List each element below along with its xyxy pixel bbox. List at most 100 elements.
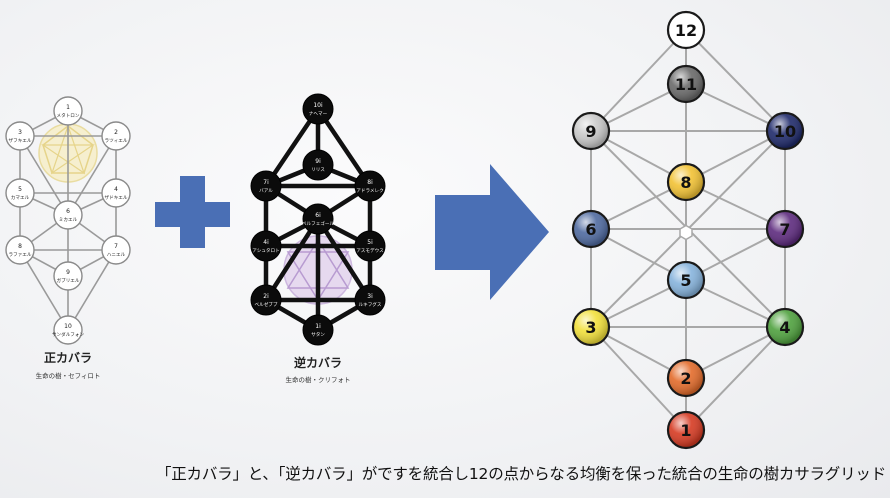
grid-node-1: 1 <box>666 410 706 450</box>
grid-node-number: 2 <box>680 369 691 388</box>
qlipha-name: リリス <box>311 167 325 173</box>
qlipha-number: 10i <box>313 102 323 109</box>
sephirah-number: 10 <box>64 323 72 330</box>
sephirah-name: ハニエル <box>107 252 126 258</box>
grid-node-number: 1 <box>680 421 691 440</box>
sephirah-node: 4 ザドキエル <box>101 178 131 208</box>
grid-node-number: 4 <box>779 318 790 337</box>
path-line <box>19 249 69 331</box>
path-line <box>264 217 320 302</box>
qlipha-node: 8i アドラメレク <box>354 170 386 202</box>
sephirah-number: 9 <box>66 269 70 276</box>
grid-node-7: 7 <box>765 209 805 249</box>
qlipha-node: 7i バアル <box>250 170 282 202</box>
qlipha-name: アスモデウス <box>356 247 384 254</box>
path-line <box>590 29 687 132</box>
qlipha-name: サタン <box>311 331 325 338</box>
grid-node-number: 10 <box>774 122 796 141</box>
grid-nodes: 12 11 9 10 8 6 7 5 3 4 2 1 <box>571 10 805 450</box>
qlipha-node: 10i ナヘマー <box>302 93 334 125</box>
path-line <box>590 326 687 431</box>
caption-text: 「正カバラ」と、「逆カバラ」がですを統合し12の点からなる均衡を保った統合の生命… <box>155 465 886 483</box>
qlipha-number: 3i <box>367 293 373 300</box>
grid-node-number: 6 <box>585 220 596 239</box>
grid-node-number: 11 <box>675 75 697 94</box>
sephirah-name: ラツィエル <box>105 138 128 144</box>
qlipha-name: アドラメレク <box>356 188 383 194</box>
sephirot-title: 正カバラ <box>44 351 92 365</box>
grid-node-number: 3 <box>585 318 596 337</box>
sephirot-subtitle: 生命の樹・セフィロト <box>36 371 101 380</box>
qliphoth-subtitle: 生命の樹・クリフォト <box>286 375 351 384</box>
qlipha-name: ベルゼブブ <box>255 301 278 308</box>
grid-node-2: 2 <box>666 358 706 398</box>
unified-grid: 12 11 9 10 8 6 7 5 3 4 2 1 <box>571 10 805 450</box>
qlipha-name: アシュタロト <box>252 247 279 254</box>
center-hexagon <box>679 224 693 241</box>
plus-icon <box>155 176 230 248</box>
sephirah-name: メタトロン <box>57 112 80 119</box>
qliphoth-title: 逆カバラ <box>294 355 342 370</box>
grid-node-8: 8 <box>666 162 706 202</box>
sephirah-node: 2 ラツィエル <box>101 121 131 151</box>
sephirah-number: 3 <box>18 129 22 136</box>
qlipha-number: 5i <box>367 239 373 246</box>
grid-node-number: 12 <box>675 21 697 40</box>
sephirah-name: サンダルフォン <box>52 331 85 338</box>
sephirah-number: 4 <box>114 186 118 193</box>
grid-node-11: 11 <box>666 64 706 104</box>
sephirah-node: 7 ハニエル <box>101 235 131 265</box>
grid-node-5: 5 <box>666 260 706 300</box>
sephirah-number: 1 <box>66 104 70 111</box>
sephirah-number: 2 <box>114 129 118 136</box>
qlipha-name: ナヘマー <box>309 111 328 117</box>
grid-node-number: 9 <box>585 122 596 141</box>
grid-node-number: 8 <box>680 173 691 192</box>
qlipha-number: 7i <box>263 179 269 186</box>
right-arrow-icon <box>435 164 549 300</box>
qlipha-name: ルキフグス <box>359 301 382 308</box>
qlipha-number: 8i <box>367 179 373 186</box>
qlipha-number: 1i <box>315 323 321 330</box>
sephirah-name: カマエル <box>11 195 30 201</box>
sephirah-number: 7 <box>114 243 118 250</box>
grid-node-number: 5 <box>680 271 691 290</box>
grid-node-9: 9 <box>571 111 611 151</box>
path-line <box>316 217 372 302</box>
sephirah-name: ザフキエル <box>9 138 32 144</box>
grid-node-12: 12 <box>666 10 706 50</box>
path-line <box>685 29 786 132</box>
path-line <box>19 135 69 216</box>
sephirah-name: ザドキエル <box>105 195 128 201</box>
sephirah-node: 5 カマエル <box>5 178 35 208</box>
sephirah-number: 8 <box>18 243 22 250</box>
qlipha-name: ベルフェゴール <box>302 220 335 227</box>
qlipha-name: バアル <box>259 188 273 194</box>
grid-node-number: 7 <box>779 220 790 239</box>
grid-node-4: 4 <box>765 307 805 347</box>
sephirah-node: 3 ザフキエル <box>5 121 35 151</box>
sephirah-name: ガブリエル <box>57 277 80 284</box>
grid-node-3: 3 <box>571 307 611 347</box>
qlipha-number: 4i <box>263 239 269 246</box>
path-line <box>67 249 117 331</box>
qlipha-number: 2i <box>263 293 269 300</box>
grid-node-6: 6 <box>571 209 611 249</box>
sephirah-number: 5 <box>18 186 22 193</box>
sephirah-number: 6 <box>66 208 70 215</box>
